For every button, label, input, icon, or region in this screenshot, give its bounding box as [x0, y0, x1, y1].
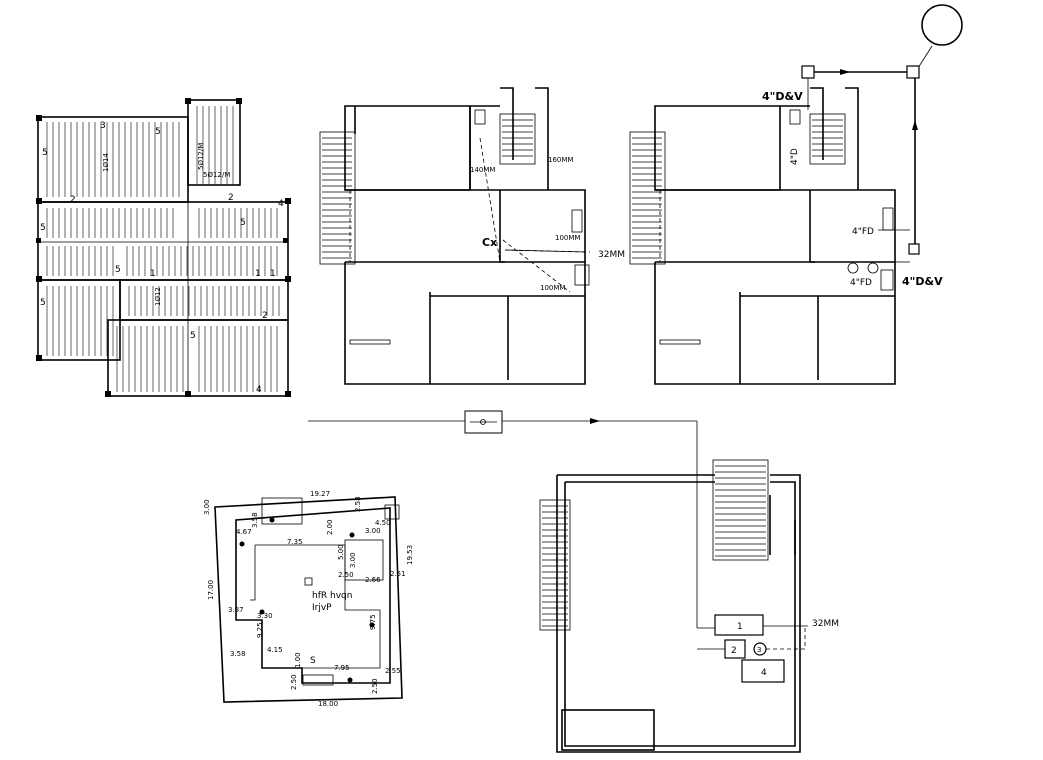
site-dimension: 9.25 — [256, 622, 264, 638]
site-dimension: 7.35 — [287, 538, 303, 546]
slab-label: 4 — [256, 385, 262, 395]
vent-label: 4"D&V — [902, 275, 943, 288]
site-dimension: 3.58 — [230, 650, 246, 658]
site-dimension: 2.00 — [326, 519, 334, 535]
slab-label: 2 — [228, 193, 234, 203]
vent-label: 4"D&V — [762, 90, 803, 103]
vent-label: 4"D — [790, 148, 800, 165]
site-dimension: 3.00 — [365, 527, 381, 535]
site-dimension: 3.87 — [228, 606, 244, 614]
slab-label: 4 — [278, 199, 284, 209]
site-dimension: 4.50 — [375, 519, 391, 527]
site-dimension: 17.00 — [207, 580, 215, 600]
bar-note: 1Ø14 — [102, 153, 110, 172]
site-text: hfR hvqn — [312, 591, 352, 601]
site-dimension: 5.00 — [337, 544, 345, 560]
slab-label: 5 — [40, 298, 46, 308]
site-dimension: 2.66 — [365, 576, 381, 584]
vent-floor-plan: 4"D&V 4"D 4"FD 4"FD 4"D&V — [629, 4, 963, 385]
site-dimension: 2.50 — [338, 571, 354, 579]
fixture-number: 4 — [761, 668, 767, 678]
site-text: IrjvP — [312, 603, 332, 613]
slab-label: 2 — [262, 311, 268, 321]
site-dimension: 3.58 — [251, 512, 259, 528]
drain-label: 160MM — [548, 156, 573, 164]
slab-label: 1 — [255, 269, 261, 279]
slab-label: 2 — [70, 195, 76, 205]
site-dimension: 9.75 — [369, 614, 377, 630]
drain-label: 100MM — [555, 234, 580, 242]
site-dimension: 2.50 — [290, 674, 298, 690]
slab-label: 1 — [270, 269, 276, 279]
slab-label: 5 — [42, 148, 48, 158]
site-dimension: 3.30 — [257, 612, 273, 620]
site-dimension: 3.00 — [349, 552, 357, 568]
site-dimension: 3.00 — [203, 499, 211, 515]
slab-reinforcement-plan: 3 5 5 2 2 4 5 5 1 1 5 1 2 5 5 4 5Ø12/M 5… — [36, 98, 291, 397]
drain-label: 140MM — [470, 166, 495, 174]
slab-label: 5 — [40, 223, 46, 233]
site-dimension: 1.00 — [294, 652, 302, 668]
water-supply-plan: 1 2 3 4 32MM — [308, 410, 839, 753]
drain-label: 32MM — [598, 250, 625, 260]
site-dimension: 7.95 — [334, 664, 350, 672]
drain-label: 100MM — [540, 284, 565, 292]
site-dimension: 4.15 — [267, 646, 283, 654]
site-dimension: 4.67 — [236, 528, 252, 536]
site-dimension: 19.27 — [310, 490, 330, 498]
site-plan: 19.27 3.00 3.58 2.58 4.50 4.67 7.35 2.00… — [203, 490, 414, 708]
fixture-number: 1 — [737, 622, 743, 632]
bar-note: 5Ø12/M — [203, 171, 230, 179]
drain-label: Cx — [482, 236, 497, 249]
vent-label: 4"FD — [852, 227, 874, 237]
slab-label: 5 — [115, 265, 121, 275]
slab-label: 5 — [190, 331, 196, 341]
slab-label: 3 — [100, 121, 106, 131]
site-dimension: 18.00 — [318, 700, 338, 708]
slab-label: 5 — [240, 218, 246, 228]
drainage-floor-plan: Cx 32MM 160MM 140MM 100MM 100MM — [319, 87, 625, 385]
site-dimension: 2.55 — [385, 667, 401, 675]
site-dimension: 2.58 — [354, 496, 362, 512]
site-dimension: 19.53 — [406, 545, 414, 565]
fixture-number: 2 — [731, 646, 737, 656]
bar-note: 5Ø12/M — [197, 143, 205, 170]
site-dimension: 2.50 — [371, 678, 379, 694]
slab-label: 5 — [155, 127, 161, 137]
bar-note: 1Ø12 — [154, 287, 162, 306]
fixture-number: 3 — [757, 646, 761, 654]
site-dimension: 2.51 — [390, 570, 406, 578]
stair-mark: S — [310, 656, 316, 666]
slab-label: 1 — [150, 269, 156, 279]
water-label: 32MM — [812, 619, 839, 629]
vent-label: 4"FD — [850, 278, 872, 288]
